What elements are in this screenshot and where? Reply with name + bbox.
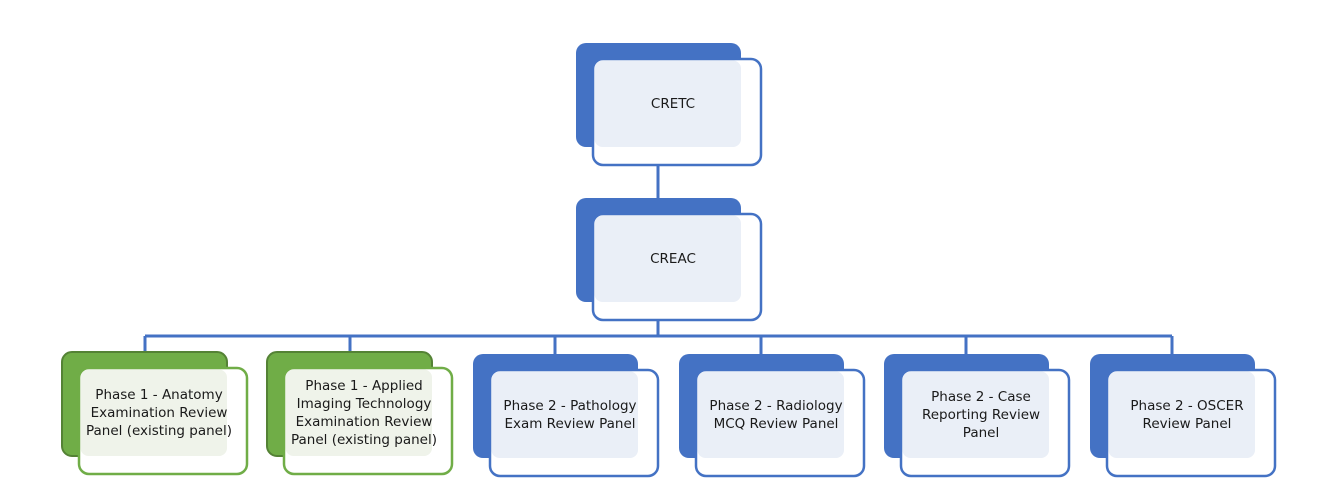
node-label-line: Examination Review — [91, 405, 228, 421]
node-overlap-tint — [594, 215, 741, 302]
node-p2-oscer[interactable]: Phase 2 - OSCER Review Panel — [1090, 354, 1277, 478]
node-label-line: Phase 2 - OSCER — [1130, 398, 1243, 414]
node-cretc[interactable]: CRETC — [576, 43, 763, 167]
node-overlap-tint — [285, 369, 432, 456]
node-label-line: Phase 2 - Radiology — [709, 398, 842, 414]
node-label-line: Panel (existing panel) — [291, 432, 437, 448]
node-label-line: Reporting Review — [922, 407, 1040, 423]
node-overlap-tint — [697, 371, 844, 458]
node-creac[interactable]: CREAC — [576, 198, 763, 322]
node-overlap-tint — [80, 369, 227, 456]
node-label-line: Imaging Technology — [297, 396, 432, 412]
node-label-line: Panel (existing panel) — [86, 423, 232, 439]
node-label-line: Exam Review Panel — [504, 416, 635, 432]
node-overlap-tint — [594, 60, 741, 147]
node-label-line: Examination Review — [296, 414, 433, 430]
node-label-line: CRETC — [651, 96, 695, 112]
node-label-line: Phase 2 - Pathology — [503, 398, 636, 414]
node-label: Phase 2 - OSCER Review Panel — [1130, 398, 1243, 432]
node-label-line: Phase 1 - Anatomy — [95, 387, 222, 403]
node-overlap-tint — [1108, 371, 1255, 458]
node-label-line: Panel — [963, 425, 999, 441]
node-label-line: CREAC — [650, 251, 696, 267]
connectors — [143, 165, 1174, 354]
node-label-line: Review Panel — [1143, 416, 1232, 432]
node-label-line: Phase 1 - Applied — [305, 378, 422, 394]
node-label: CRETC — [651, 96, 695, 112]
node-label: CREAC — [650, 251, 696, 267]
node-overlap-tint — [491, 371, 638, 458]
node-label-line: Phase 2 - Case — [931, 389, 1031, 405]
node-overlap-tint — [902, 371, 1049, 458]
node-label-line: MCQ Review Panel — [714, 416, 839, 432]
